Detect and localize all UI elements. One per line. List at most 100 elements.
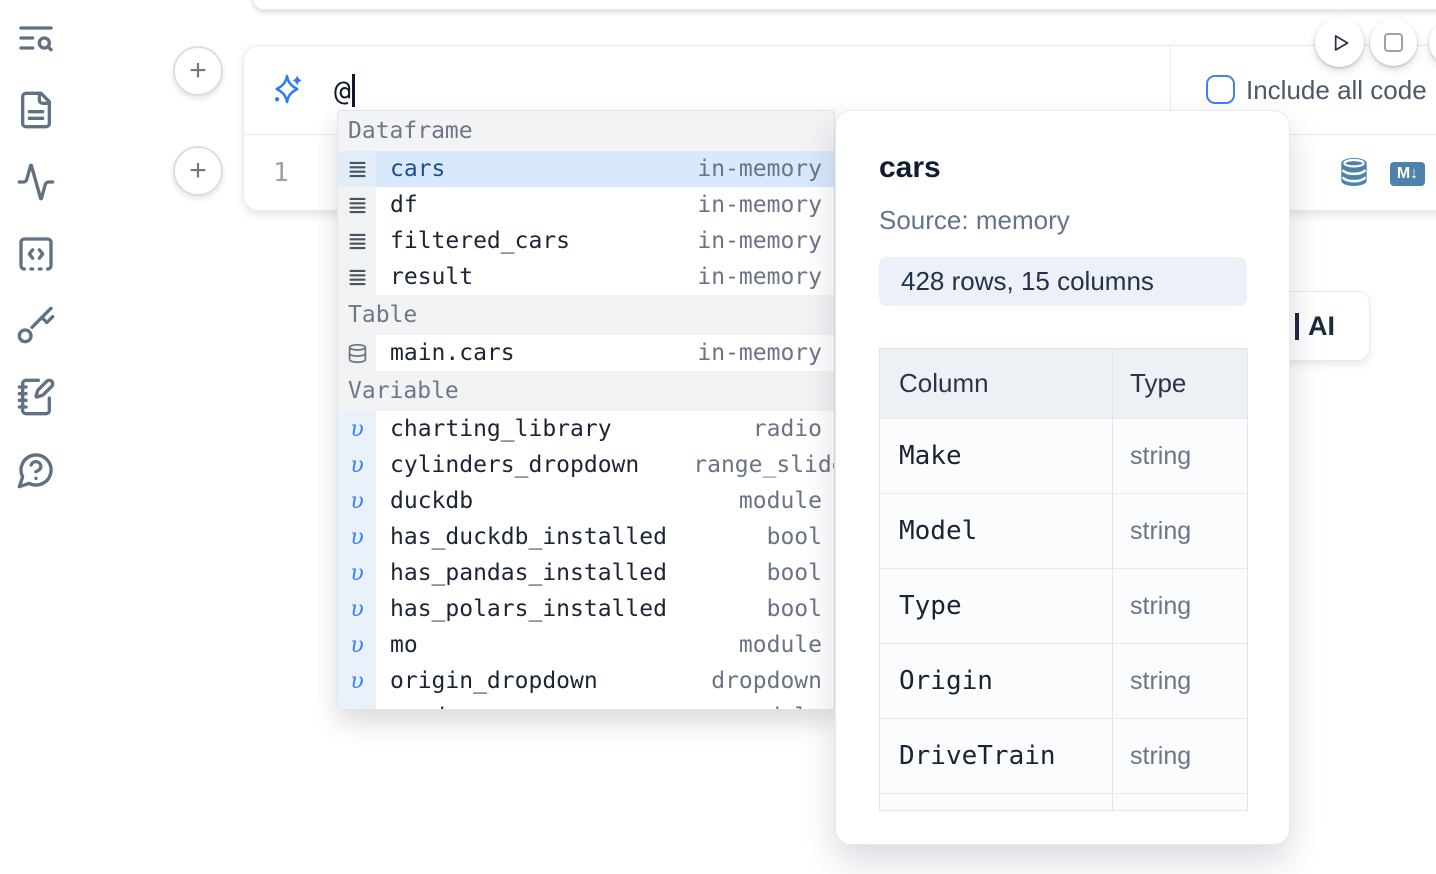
add-cell-button-top[interactable]: + (173, 46, 223, 96)
schema-row: Model string (880, 494, 1247, 569)
table-kind-icon (338, 335, 376, 371)
variable-kind-icon: υ (338, 591, 376, 627)
column-name: Model (880, 494, 1113, 568)
column-type: string (1130, 516, 1192, 545)
add-cell-button-bottom[interactable]: + (173, 146, 223, 196)
item-name: df (390, 192, 418, 218)
play-icon (1334, 34, 1348, 51)
key-icon[interactable] (16, 305, 56, 345)
item-name: main.cars (390, 340, 515, 366)
item-detail: module (738, 632, 822, 658)
schema-header-row: Column Type (880, 349, 1247, 419)
column-name: DriveTrain (880, 719, 1113, 793)
dataframe-kind-icon (338, 187, 376, 223)
autocomplete-section-header: Dataframe (338, 111, 834, 151)
variable-kind-icon: υ (338, 627, 376, 663)
more-actions-button[interactable] (1429, 19, 1436, 66)
variable-kind-icon: υ (338, 663, 376, 699)
activity-icon[interactable] (16, 162, 56, 202)
item-name: filtered_cars (390, 228, 571, 254)
variable-kind-icon: υ (338, 447, 376, 483)
item-name: duckdb (390, 488, 474, 514)
file-text-icon[interactable] (16, 90, 56, 130)
help-chat-icon[interactable] (16, 450, 56, 490)
run-cell-button[interactable] (1315, 18, 1364, 67)
item-name: origin_dropdown (390, 668, 598, 694)
item-detail: in-memory (697, 228, 822, 254)
database-button[interactable] (1338, 156, 1370, 188)
autocomplete-item[interactable]: main.cars in-memory (338, 335, 834, 371)
column-type: string (1130, 741, 1192, 770)
schema-row: DriveTrain string (880, 719, 1247, 794)
variable-kind-icon: υ (338, 699, 376, 709)
item-detail: in-memory (697, 156, 822, 182)
item-detail: module (739, 704, 822, 709)
autocomplete-item[interactable]: υ charting_library radio (338, 411, 834, 447)
autocomplete-item[interactable]: filtered_cars in-memory (338, 223, 834, 259)
column-type: string (1130, 441, 1192, 470)
column-name (880, 794, 1113, 810)
column-type (1113, 794, 1247, 810)
autocomplete-item[interactable]: υ pandas module (338, 699, 834, 709)
scratchpad-code-icon[interactable] (16, 234, 56, 274)
markdown-convert-button[interactable]: M↓ (1390, 162, 1425, 186)
previous-cell-edge (252, 0, 1436, 10)
item-detail: bool (766, 596, 822, 622)
preview-source: Source: memory (879, 205, 1070, 235)
autocomplete-item[interactable]: υ has_pandas_installed bool (338, 555, 834, 591)
item-detail: module (738, 488, 822, 514)
column-name: Origin (880, 644, 1113, 718)
variable-kind-icon: υ (338, 555, 376, 591)
ai-button-label: AI (1308, 310, 1335, 341)
item-detail: bool (766, 560, 822, 586)
prompt-value: @ (334, 73, 351, 107)
item-name: mo (390, 632, 418, 658)
variable-kind-icon: υ (338, 483, 376, 519)
ai-prompt-input[interactable]: @ (334, 46, 355, 134)
variable-kind-icon: υ (338, 411, 376, 447)
autocomplete-section-header: Table (338, 295, 834, 335)
item-name: charting_library (390, 416, 612, 442)
variable-kind-icon: υ (338, 519, 376, 555)
preview-stats-badge: 428 rows, 15 columns (879, 257, 1247, 306)
column-header: Column (880, 349, 1113, 418)
schema-row (880, 794, 1247, 810)
input-divider (1170, 46, 1171, 133)
schema-row: Type string (880, 569, 1247, 644)
text-search-icon[interactable] (16, 18, 56, 58)
item-detail: in-memory (697, 264, 822, 290)
autocomplete-item[interactable]: result in-memory (338, 259, 834, 295)
autocomplete-item[interactable]: cars in-memory (338, 151, 834, 187)
item-name: has_pandas_installed (390, 560, 667, 586)
item-name: pandas (390, 704, 473, 709)
text-caret (351, 73, 355, 107)
dataframe-kind-icon (338, 259, 376, 295)
dataframe-kind-icon (338, 223, 376, 259)
stop-cell-button[interactable] (1370, 19, 1417, 66)
stop-icon (1384, 33, 1403, 52)
ai-button-clipped-glyph (1295, 312, 1299, 340)
item-name: result (390, 264, 474, 290)
type-header: Type (1130, 368, 1187, 398)
autocomplete-section-header: Variable (338, 371, 834, 411)
item-detail: radio (752, 416, 822, 442)
include-all-code-label: Include all code (1246, 74, 1427, 105)
column-name: Make (880, 419, 1113, 493)
line-number: 1 (273, 158, 289, 188)
column-type: string (1130, 591, 1192, 620)
item-name: cars (390, 156, 446, 182)
item-detail: in-memory (697, 340, 822, 366)
include-all-code-checkbox[interactable] (1206, 75, 1235, 104)
column-name: Type (880, 569, 1113, 643)
notebook-pen-icon[interactable] (16, 377, 56, 417)
